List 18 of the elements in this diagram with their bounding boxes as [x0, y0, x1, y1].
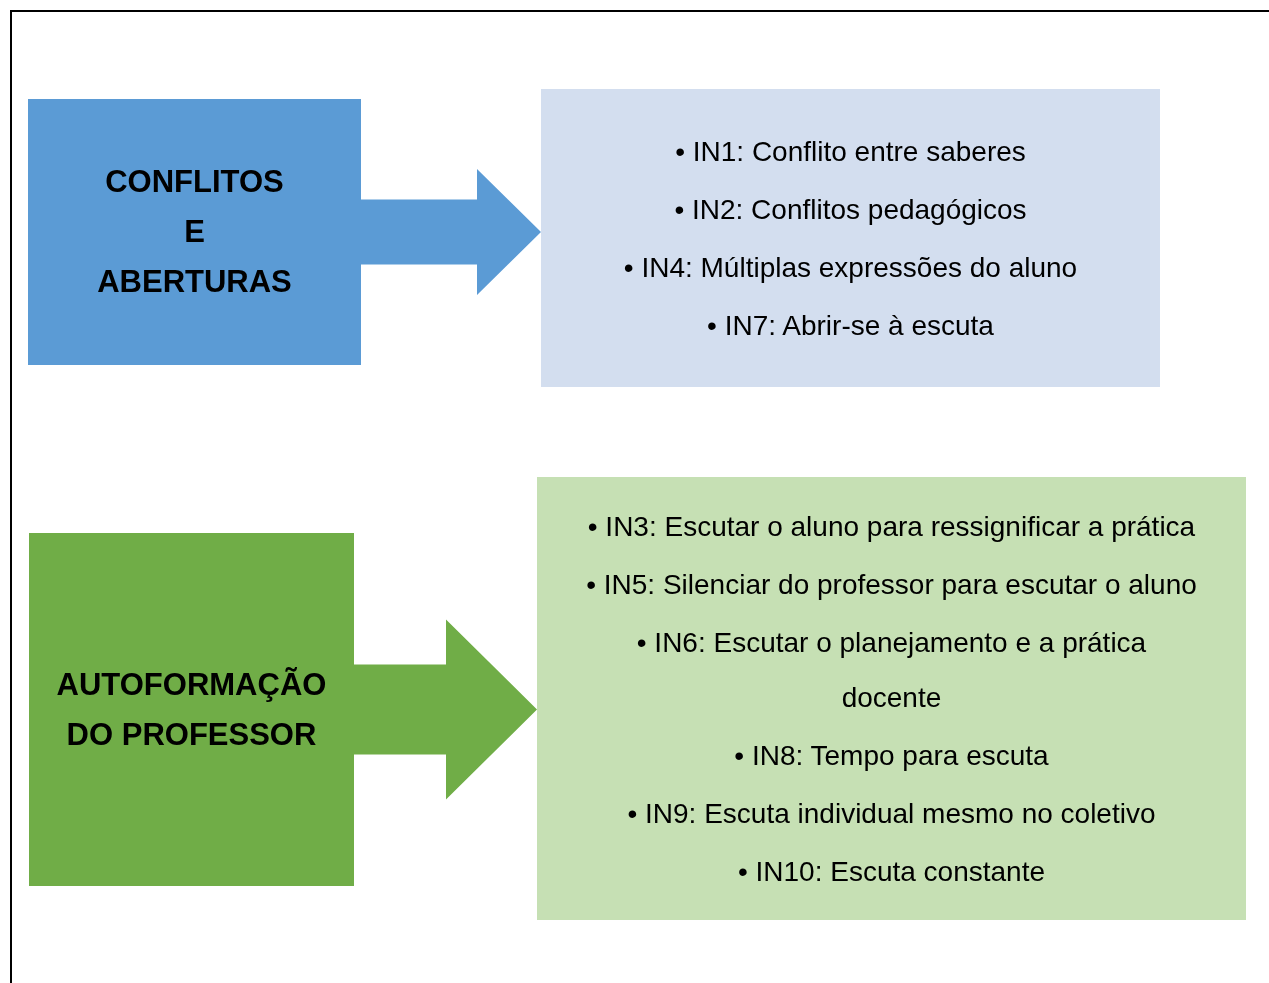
- list-box: [537, 477, 1246, 920]
- list-item: • IN6: Escutar o planejamento e a prática docente: [635, 625, 1148, 715]
- list-item: • IN10: Escuta constante: [736, 854, 1047, 889]
- list-item: • IN3: Escutar o aluno para ressignificar a prática: [586, 509, 1197, 544]
- category-box: [28, 99, 361, 365]
- list-item: • IN2: Conflitos pedagógicos: [673, 192, 1028, 227]
- block-arrow: [354, 619, 537, 800]
- list-item: • IN9: Escuta individual mesmo no coletivo: [626, 796, 1157, 831]
- list-box: [541, 89, 1160, 387]
- block-arrow: [361, 169, 541, 295]
- category-title: CONFLITOS E ABERTURAS: [97, 163, 292, 301]
- list-item: • IN7: Abrir-se à escuta: [706, 308, 995, 343]
- category-box: [29, 533, 354, 886]
- list-item: • IN8: Tempo para escuta: [733, 738, 1050, 773]
- category-title: AUTOFORMAÇÃO DO PROFESSOR: [56, 665, 327, 754]
- list-item: • IN5: Silenciar do professor para escutar o aluno: [586, 567, 1197, 602]
- list-item: • IN4: Múltiplas expressões do aluno: [623, 250, 1078, 285]
- list-item: • IN1: Conflito entre saberes: [674, 134, 1027, 169]
